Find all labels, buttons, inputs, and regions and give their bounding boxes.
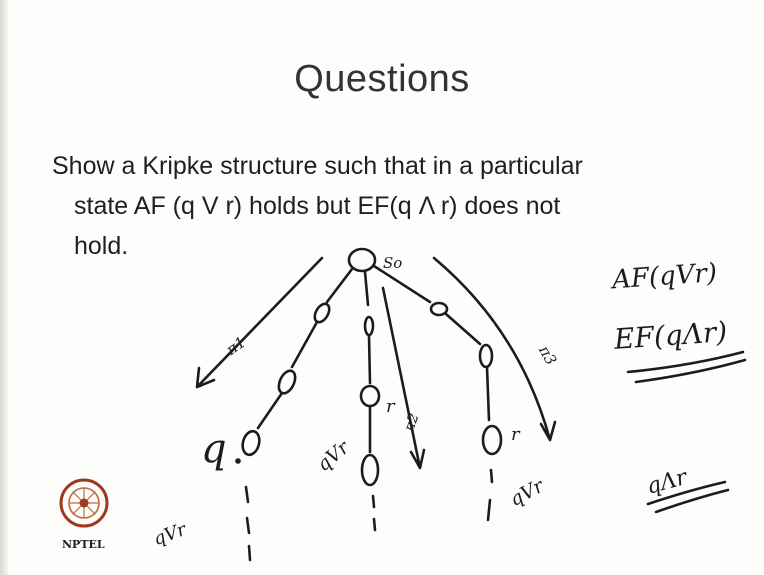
root-state-node [347, 247, 377, 273]
left-branch-node-1 [313, 302, 331, 324]
slide-edge-shadow [0, 0, 8, 575]
middle-branch-edge-2 [367, 334, 372, 385]
right-branch-edge-3 [485, 365, 491, 422]
question-line-1: Show a Kripke structure such that in a p… [52, 152, 583, 180]
path-2-arrow [381, 286, 426, 470]
question-line-2: state AF (q V r) holds but EF(q Λ r) doe… [74, 192, 561, 220]
middle-branch-node-1 [363, 315, 375, 337]
middle-branch-edge [363, 270, 370, 307]
middle-r-node [359, 384, 381, 408]
left-leaf-label: q [201, 426, 227, 472]
left-branch-node-2 [277, 369, 297, 395]
right-branch-node-2 [478, 343, 494, 369]
left-branch-edge-2 [290, 320, 319, 369]
right-branch-edge [372, 264, 432, 304]
nptel-logo-ring [59, 478, 109, 528]
left-leaf-node [241, 429, 261, 457]
path-2-label: π2 [401, 411, 423, 435]
path-3-label: π3 [535, 341, 561, 368]
root-state-label: So [383, 254, 402, 272]
right-leaf-dashes [486, 468, 494, 522]
left-bottom-annotation: qVr [151, 519, 191, 551]
left-leaf-dashes [244, 485, 252, 562]
question-text: Show a Kripke structure such that in a p… [52, 146, 742, 266]
middle-leaf-dashes [371, 494, 377, 532]
nptel-logo-text: NPTEL [62, 538, 105, 551]
formula-ef-underline [626, 350, 747, 384]
question-line-3: hold. [74, 232, 129, 260]
nptel-logo-hub [79, 498, 89, 508]
left-leaf-dot [235, 458, 241, 464]
formula-q-and-r-underline [646, 480, 730, 514]
path-1-arrow [195, 256, 324, 389]
right-leaf-node [481, 424, 503, 456]
formula-af: AF(qVr) [609, 258, 718, 295]
path-3-arrow [432, 256, 557, 442]
slide-title: Questions [294, 58, 470, 100]
right-branch-node-1 [429, 301, 449, 317]
right-branch-edge-2 [444, 312, 482, 346]
right-bottom-annotation: qVr [506, 474, 549, 511]
formula-ef: EF(qΛr) [612, 315, 728, 356]
middle-annotation: qVr [313, 435, 355, 476]
left-branch-edge-3 [256, 391, 284, 430]
middle-node-label: r [386, 396, 396, 417]
left-branch-edge [325, 267, 354, 304]
middle-leaf-node [360, 453, 380, 487]
right-leaf-label: r [511, 424, 521, 445]
formula-q-and-r: qΛr [644, 465, 691, 500]
nptel-logo: NPTEL [59, 478, 109, 551]
